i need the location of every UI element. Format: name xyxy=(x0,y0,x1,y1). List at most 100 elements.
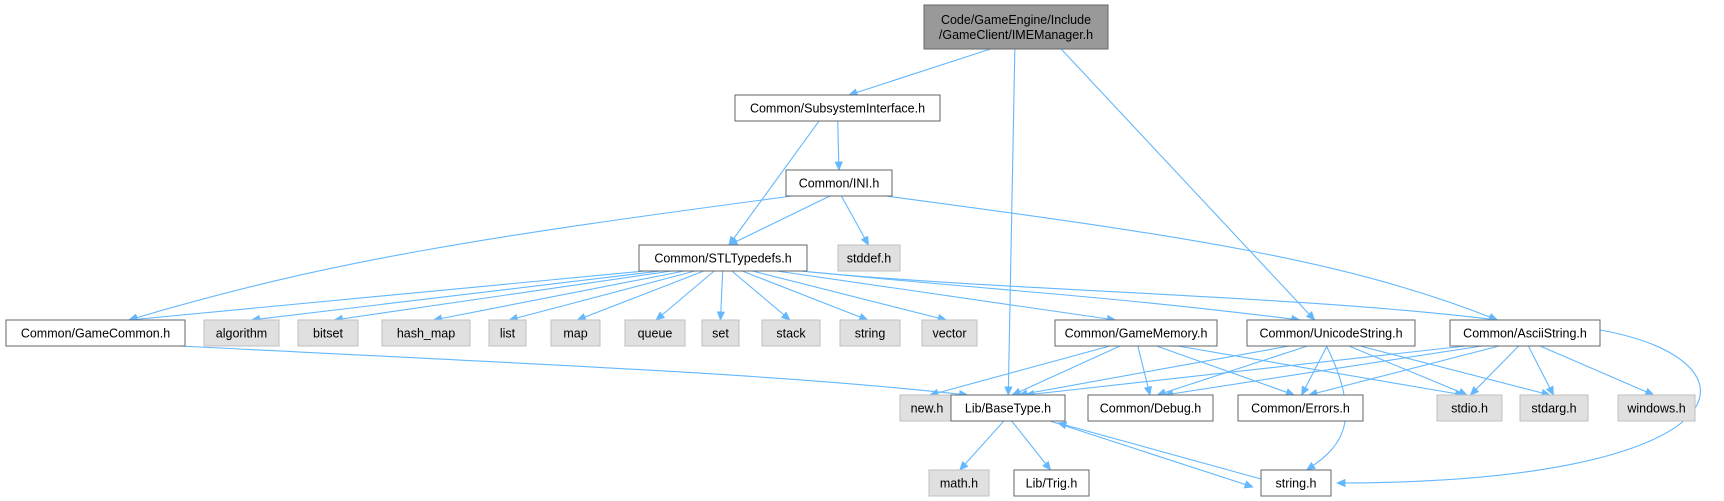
node-box-trig[interactable] xyxy=(1013,469,1090,497)
node-box-gamecommon[interactable] xyxy=(5,319,186,347)
node-box-basetype[interactable] xyxy=(950,394,1066,422)
node-box-map[interactable] xyxy=(550,319,601,347)
edge-ascii-to-windows xyxy=(1539,345,1654,396)
node-box-ini[interactable] xyxy=(785,169,893,197)
edge-stl-to-ascii xyxy=(800,270,1498,321)
node-label-stddef: stddef.h xyxy=(847,252,892,266)
node-label-gamecommon: Common/GameCommon.h xyxy=(21,327,170,341)
node-stringh[interactable]: string.h xyxy=(1260,469,1332,497)
node-box-gamememory[interactable] xyxy=(1054,319,1218,347)
node-box-unicode[interactable] xyxy=(1246,319,1416,347)
node-box-windows[interactable] xyxy=(1617,394,1696,422)
node-queue[interactable]: queue xyxy=(624,319,686,347)
edge-unicode-to-stdarg xyxy=(1359,345,1550,396)
node-label-gamememory: Common/GameMemory.h xyxy=(1065,327,1208,341)
node-label-root: Code/GameEngine/Include xyxy=(941,13,1091,27)
arrowhead-unicode-to-stringh xyxy=(1305,461,1316,471)
edge-stl-to-map xyxy=(577,270,705,321)
node-stl[interactable]: Common/STLTypedefs.h xyxy=(638,244,808,272)
arrowhead-basetype-to-math xyxy=(959,461,969,471)
node-stdarg[interactable]: stdarg.h xyxy=(1519,394,1589,422)
arrowhead-basetype-to-trig xyxy=(1042,460,1052,471)
edge-subsys-to-stl xyxy=(728,120,820,246)
arrowhead-stl-to-stack xyxy=(780,311,791,321)
node-box-stdio[interactable] xyxy=(1436,394,1503,422)
node-label-ascii: Common/AsciiString.h xyxy=(1463,327,1587,341)
node-box-math[interactable] xyxy=(928,469,990,497)
node-stddef[interactable]: stddef.h xyxy=(837,244,901,272)
edge-root-to-basetype xyxy=(1007,48,1016,396)
node-errors[interactable]: Common/Errors.h xyxy=(1237,394,1364,422)
node-label-math: math.h xyxy=(940,477,978,491)
arrowhead-stl-to-queue xyxy=(655,311,666,321)
node-trig[interactable]: Lib/Trig.h xyxy=(1013,469,1090,497)
arrowhead-unicode-to-errors xyxy=(1301,385,1310,396)
node-box-bitset[interactable] xyxy=(297,319,359,347)
node-set[interactable]: set xyxy=(701,319,740,347)
edge-stl-to-gamecommon xyxy=(128,270,646,321)
node-box-stl[interactable] xyxy=(638,244,808,272)
node-algorithm[interactable]: algorithm xyxy=(203,319,280,347)
edge-ascii-to-debug xyxy=(1164,345,1483,396)
node-ascii[interactable]: Common/AsciiString.h xyxy=(1449,319,1601,347)
node-box-debug[interactable] xyxy=(1087,394,1214,422)
node-box-stdarg[interactable] xyxy=(1519,394,1589,422)
node-box-stack[interactable] xyxy=(761,319,821,347)
arrowhead-stl-to-map xyxy=(576,313,587,321)
edge-unicode-to-errors xyxy=(1301,345,1328,396)
node-math[interactable]: math.h xyxy=(928,469,990,497)
node-stdio[interactable]: stdio.h xyxy=(1436,394,1503,422)
node-unicode[interactable]: Common/UnicodeString.h xyxy=(1246,319,1416,347)
edge-stl-to-bitset xyxy=(334,270,672,321)
node-box-errors[interactable] xyxy=(1237,394,1364,422)
node-box-set[interactable] xyxy=(701,319,740,347)
edge-ascii-to-basetype xyxy=(1025,345,1466,396)
node-debug[interactable]: Common/Debug.h xyxy=(1087,394,1214,422)
node-windows[interactable]: windows.h xyxy=(1617,394,1696,422)
node-ini[interactable]: Common/INI.h xyxy=(785,169,893,197)
node-box-hash_map[interactable] xyxy=(381,319,471,347)
node-label-subsys: Common/SubsystemInterface.h xyxy=(750,102,925,116)
nodes-layer: Code/GameEngine/Include/GameClient/IMEMa… xyxy=(5,4,1696,497)
node-box-ascii[interactable] xyxy=(1449,319,1601,347)
edge-basetype-to-math xyxy=(959,420,1005,471)
edge-gamecommon-to-basetype xyxy=(178,345,968,396)
arrowhead-stl-to-set xyxy=(716,311,725,321)
node-map[interactable]: map xyxy=(550,319,601,347)
edge-root-to-unicode xyxy=(1060,48,1316,321)
node-gamecommon[interactable]: Common/GameCommon.h xyxy=(5,319,186,347)
node-box-algorithm[interactable] xyxy=(203,319,280,347)
node-box-vector[interactable] xyxy=(921,319,978,347)
node-box-root[interactable] xyxy=(923,4,1109,50)
edge-root-to-subsys xyxy=(848,48,991,96)
node-hash_map[interactable]: hash_map xyxy=(381,319,471,347)
node-subsys[interactable]: Common/SubsystemInterface.h xyxy=(734,94,941,122)
arrowhead-subsys-to-ini xyxy=(834,161,843,171)
node-label-set: set xyxy=(712,327,729,341)
edge-ini-to-stddef xyxy=(840,195,869,246)
node-root[interactable]: Code/GameEngine/Include/GameClient/IMEMa… xyxy=(923,4,1109,50)
node-box-stringh[interactable] xyxy=(1260,469,1332,497)
node-bitset[interactable]: bitset xyxy=(297,319,359,347)
edge-ascii-to-stdarg xyxy=(1527,345,1554,396)
node-string[interactable]: string xyxy=(839,319,901,347)
node-box-list[interactable] xyxy=(488,319,527,347)
node-list[interactable]: list xyxy=(488,319,527,347)
node-label-stdio: stdio.h xyxy=(1451,402,1488,416)
arrowhead-basetype-to-stringh xyxy=(1243,480,1254,489)
node-stack[interactable]: stack xyxy=(761,319,821,347)
edge-ini-to-gamecommon xyxy=(128,195,793,321)
node-label-stack: stack xyxy=(776,327,806,341)
node-gamememory[interactable]: Common/GameMemory.h xyxy=(1054,319,1218,347)
node-new[interactable]: new.h xyxy=(899,394,955,422)
node-box-subsys[interactable] xyxy=(734,94,941,122)
node-vector[interactable]: vector xyxy=(921,319,978,347)
node-box-queue[interactable] xyxy=(624,319,686,347)
node-box-stddef[interactable] xyxy=(837,244,901,272)
node-label-list: list xyxy=(500,327,516,341)
node-basetype[interactable]: Lib/BaseType.h xyxy=(950,394,1066,422)
edge-stl-to-unicode xyxy=(800,270,1300,321)
arrowhead-root-to-basetype xyxy=(1004,386,1013,396)
node-box-string[interactable] xyxy=(839,319,901,347)
